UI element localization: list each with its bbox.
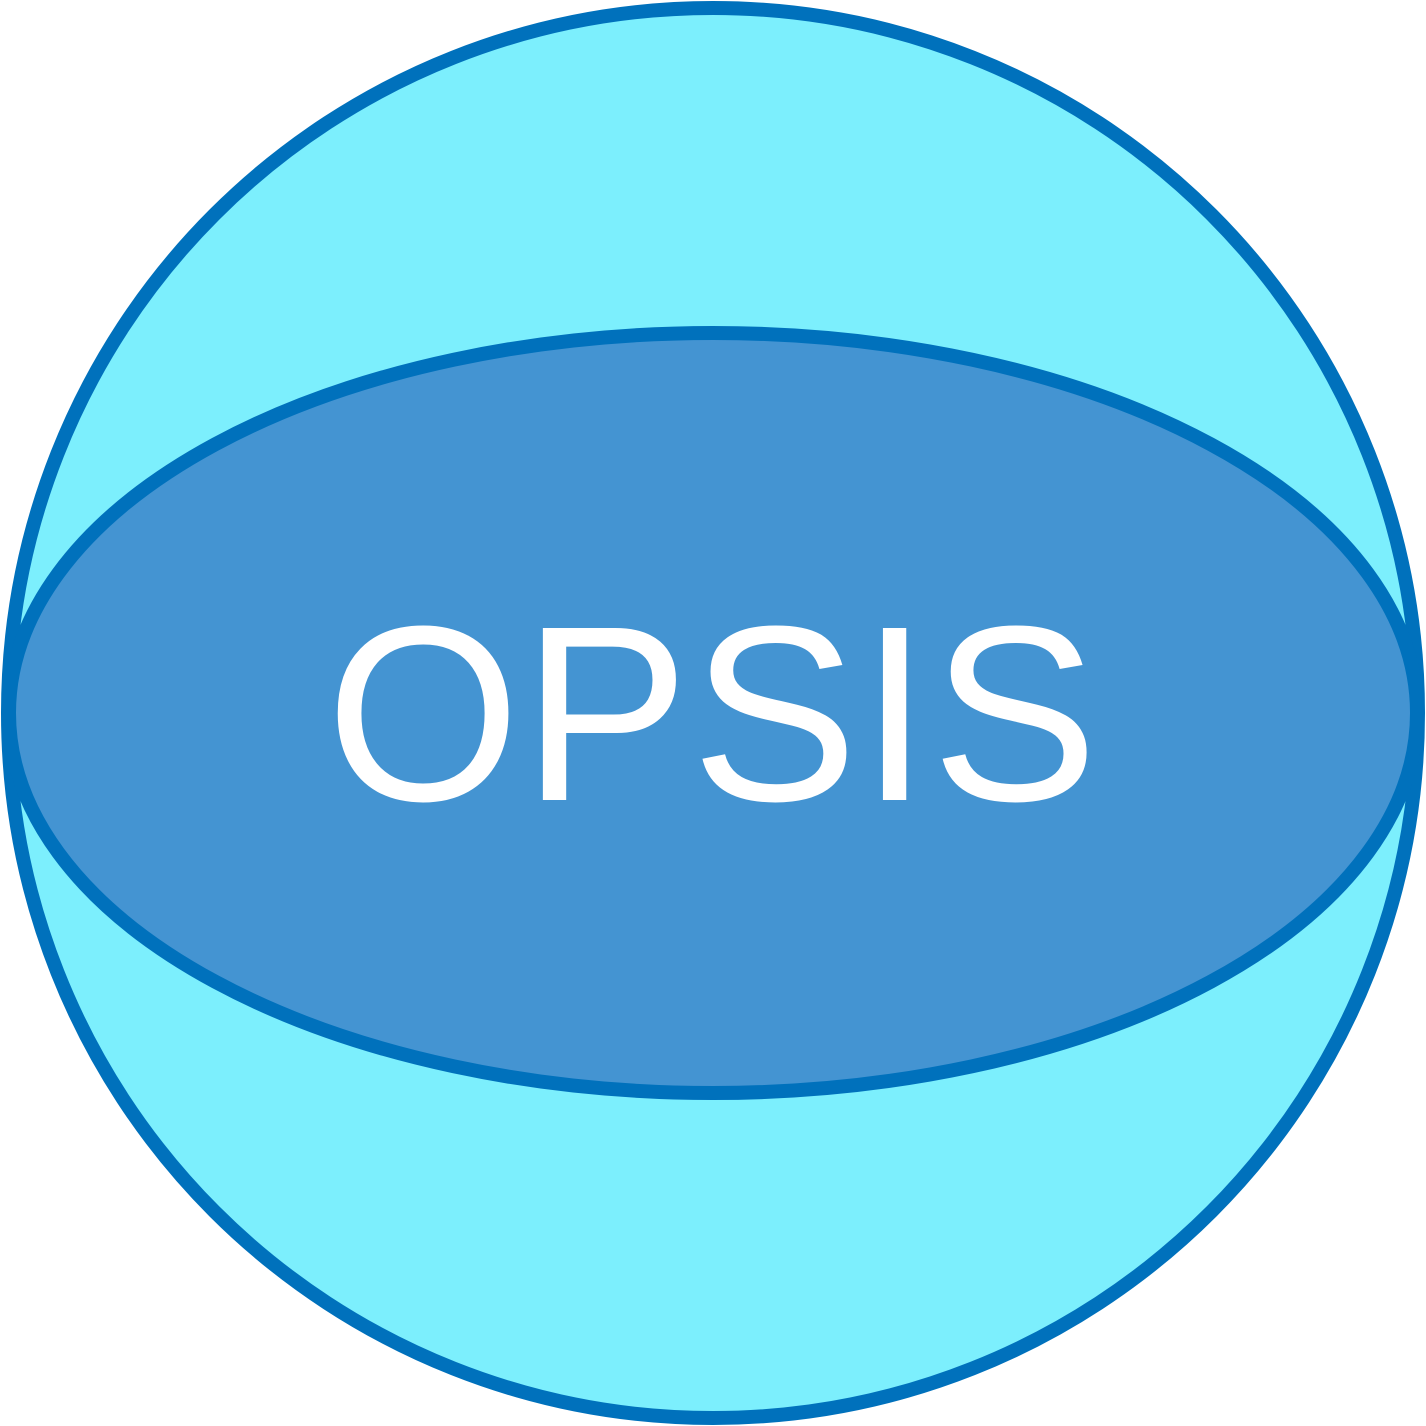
logo-wordmark: OPSIS bbox=[326, 574, 1100, 853]
equator-ellipse bbox=[2, 326, 1424, 1100]
